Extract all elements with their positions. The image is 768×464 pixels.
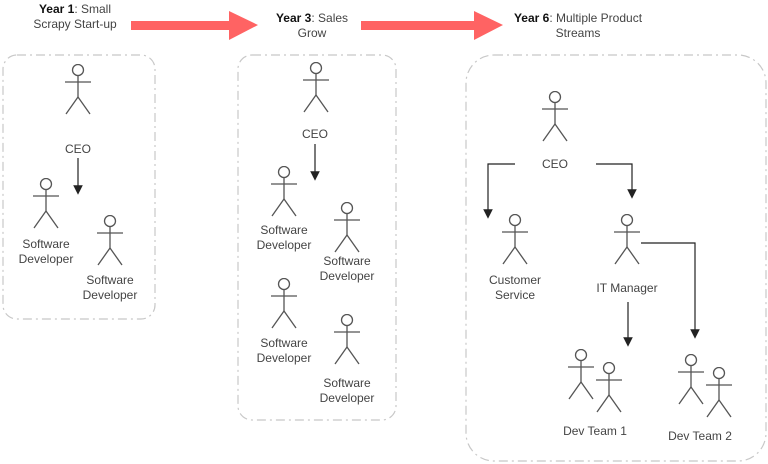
stick-figure-icon <box>302 62 330 113</box>
stick-figure-icon <box>501 214 529 265</box>
stage-arrow-1-to-3 <box>131 11 258 40</box>
role-label-dev-team-1: Dev Team 1 <box>563 424 627 438</box>
stage-title-year-3: Year 3: Sales Grow <box>275 11 349 40</box>
role-label-dev-team-2: Dev Team 2 <box>668 429 732 443</box>
stick-figure-icon <box>613 214 641 265</box>
role-label-ceo: CEO <box>64 142 91 156</box>
stage-arrow-3-to-6 <box>361 11 503 40</box>
stage-box-year-1 <box>2 54 156 320</box>
stick-figure-icon <box>677 354 705 405</box>
stage-box-year-3 <box>237 54 397 421</box>
role-label-software-developer: Software Developer <box>256 223 312 252</box>
stick-figure-icon <box>96 215 124 266</box>
stage-title-year-6: Year 6: Multiple Product Streams <box>513 11 643 40</box>
stick-figure-icon <box>333 314 361 365</box>
role-label-ceo: CEO <box>541 157 568 171</box>
role-label-software-developer: Software Developer <box>319 254 375 283</box>
stick-figure-icon <box>270 166 298 217</box>
role-label-it-manager: IT Manager <box>596 281 658 295</box>
stage-title-year-1: Year 1: Small Scrapy Start-up <box>33 2 117 31</box>
role-label-software-developer: Software Developer <box>82 273 138 302</box>
role-label-software-developer: Software Developer <box>319 376 375 405</box>
stick-figure-icon <box>333 202 361 253</box>
stick-figure-icon <box>32 178 60 229</box>
role-label-software-developer: Software Developer <box>18 237 74 266</box>
role-label-software-developer: Software Developer <box>256 336 312 365</box>
stick-figure-icon <box>64 64 92 115</box>
stick-figure-icon <box>595 362 623 413</box>
stick-figure-icon <box>541 91 569 142</box>
stick-figure-icon <box>567 349 595 400</box>
role-label-customer-service: Customer Service <box>488 273 541 302</box>
stick-figure-icon <box>705 367 733 418</box>
role-label-ceo: CEO <box>301 127 328 141</box>
stage-box-year-6 <box>465 54 767 462</box>
stick-figure-icon <box>270 278 298 329</box>
